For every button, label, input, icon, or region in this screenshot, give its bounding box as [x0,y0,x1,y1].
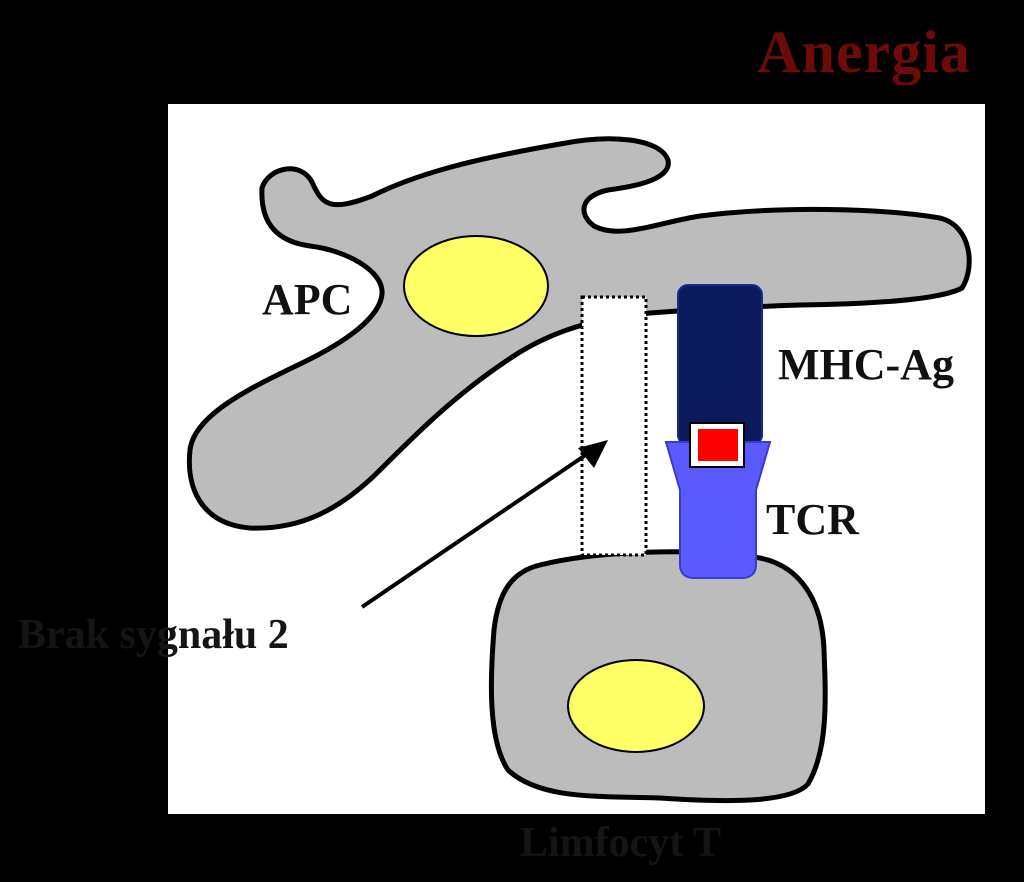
arrow-head [578,440,608,468]
t-lymphocyte-nucleus [567,659,705,753]
label-limfocyt-t: Limfocyt T [520,820,722,866]
arrow-line [360,450,592,609]
missing-signal-box [580,295,648,557]
label-mhc-ag: MHC-Ag [778,340,954,389]
apc-cell [186,136,972,531]
label-brak-sygnalu: Brak sygnału 2 [18,612,289,658]
label-tcr: TCR [766,495,859,544]
apc-nucleus [403,235,549,337]
mhc-molecule [677,284,763,446]
title-text: Anergia [757,19,971,85]
tcr-molecule [664,441,772,579]
antigen [698,429,738,461]
label-apc: APC [262,275,353,324]
diagram-title: Anergia [0,18,1024,87]
